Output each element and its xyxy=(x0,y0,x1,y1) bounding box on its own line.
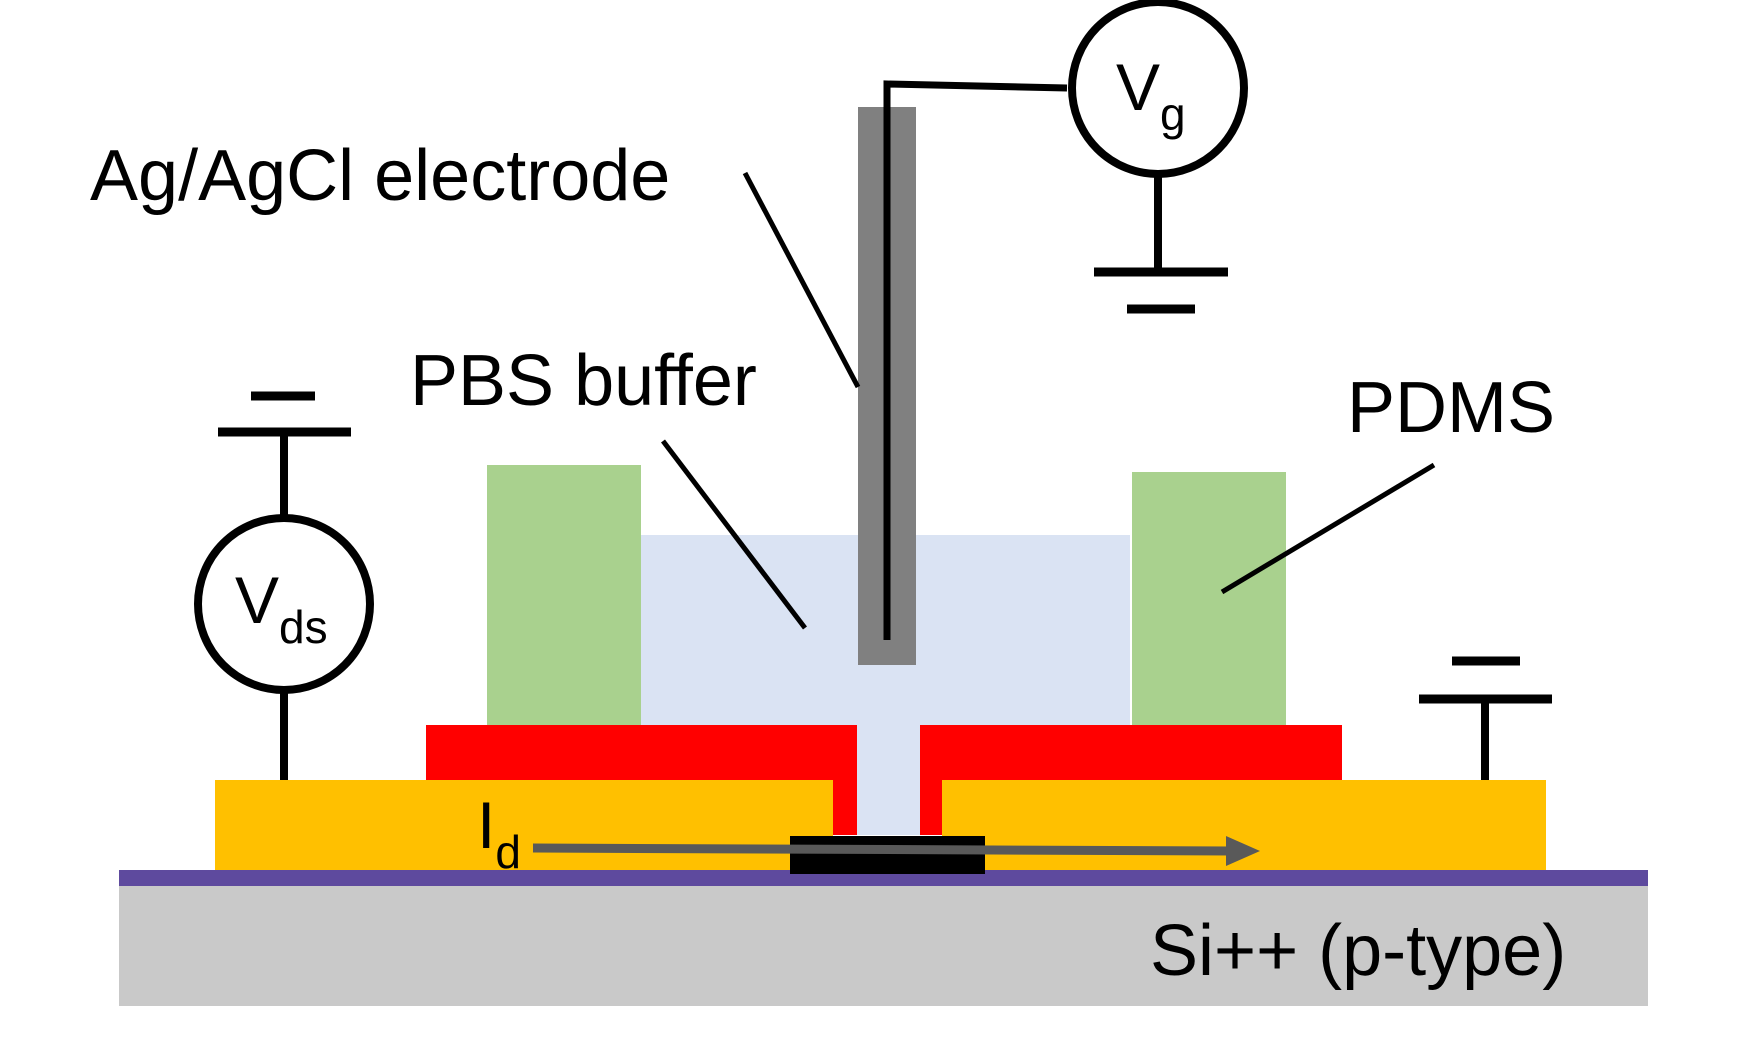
electrode-leader-line xyxy=(742,171,861,389)
source-contact xyxy=(215,780,833,870)
left-passivation xyxy=(426,725,857,835)
silicon-substrate xyxy=(119,886,1648,1006)
channel-material xyxy=(790,836,985,874)
gate-voltage-symbol: V xyxy=(1116,50,1160,124)
svg-text:Vds: Vds xyxy=(235,563,328,653)
gate-voltage-subscript: g xyxy=(1160,88,1186,140)
svg-text:Id: Id xyxy=(477,788,521,878)
substrate-label: Si++ (p-type) xyxy=(1150,911,1566,991)
vds-subscript: ds xyxy=(279,601,328,653)
drain-current-symbol: I xyxy=(477,788,495,862)
pdms-label: PDMS xyxy=(1347,368,1555,448)
svg-text:Vg: Vg xyxy=(1116,50,1186,140)
oxide-layer xyxy=(119,870,1648,886)
right-passivation xyxy=(920,725,1342,835)
drain-current-arrow-head xyxy=(1226,836,1260,866)
pdms-left-wall xyxy=(487,465,641,725)
buffer-leader-line xyxy=(661,439,807,630)
vds-symbol: V xyxy=(235,563,279,637)
drain-current-subscript: d xyxy=(495,826,521,878)
electrode-label: Ag/AgCl electrode xyxy=(90,136,670,216)
buffer-label: PBS buffer xyxy=(410,341,757,421)
drain-current-arrow-shaft xyxy=(532,843,1233,856)
pdms-leader-line xyxy=(1220,462,1436,595)
pdms-right-wall xyxy=(1132,472,1286,725)
electrode-wire xyxy=(883,80,1068,640)
